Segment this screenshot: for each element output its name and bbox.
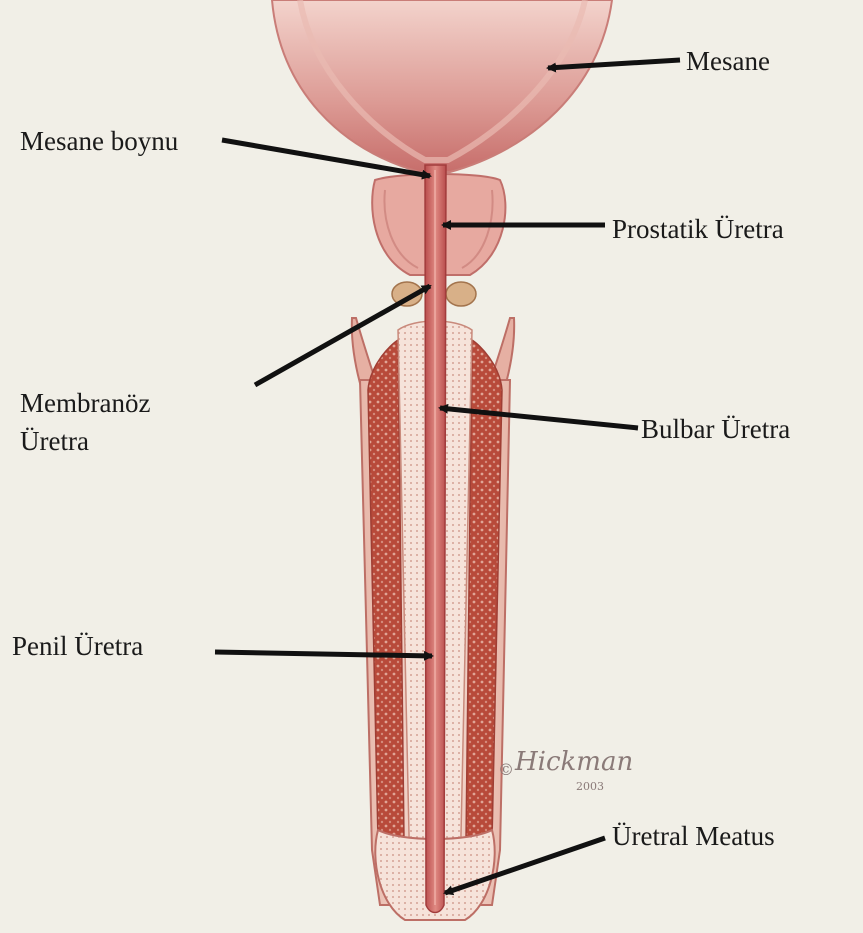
label-penil-uretra: Penil Üretra <box>12 630 143 662</box>
label-mesane-boynu: Mesane boynu <box>20 125 178 157</box>
artist-signature: © Hickman 2003 <box>498 747 633 793</box>
label-membranoz-uretra: Membranöz Üretra <box>20 384 150 460</box>
label-prostatik-uretra: Prostatik Üretra <box>612 213 784 245</box>
svg-text:©: © <box>498 760 514 779</box>
bladder <box>272 0 612 172</box>
svg-text:Hickman: Hickman <box>514 747 633 777</box>
label-membranoz-line1: Membranöz <box>20 384 150 422</box>
svg-text:2003: 2003 <box>576 780 604 793</box>
urethra <box>425 165 446 913</box>
label-membranoz-line2: Üretra <box>20 422 150 460</box>
label-bulbar-uretra: Bulbar Üretra <box>641 413 790 445</box>
label-uretral-meatus: Üretral Meatus <box>612 820 775 852</box>
label-mesane: Mesane <box>686 45 770 77</box>
